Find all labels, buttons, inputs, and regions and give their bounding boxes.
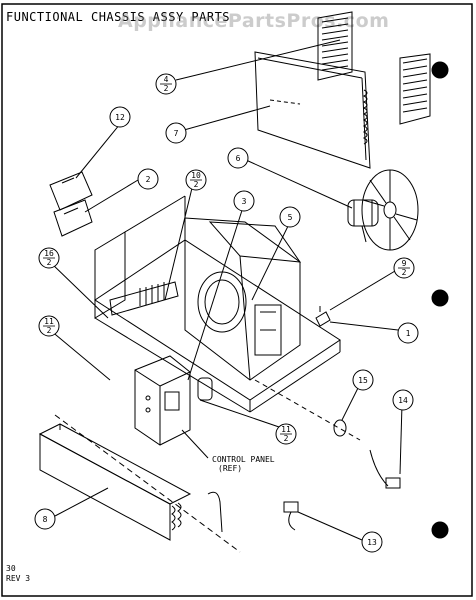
heater-element [109,281,179,316]
callout-14: 14 [398,396,408,405]
watermark: AppliancePartsPros.com [118,10,390,32]
callout-12: 12 [115,113,125,122]
callout-8: 8 [43,515,48,524]
registration-dot [431,61,449,79]
registration-dot [431,289,449,307]
footer-revision: REV 3 [6,574,31,583]
control-panel-box [134,355,213,446]
callout-11a-bottom: 2 [47,326,52,335]
blower-housing [184,217,302,381]
callout-15: 15 [358,376,368,385]
footer-page-number: 30 [6,564,16,573]
callout-13: 13 [367,538,377,547]
assembly-guide [54,414,241,553]
callout-11b-top: 11 [281,425,291,434]
callout-2: 2 [146,175,151,184]
registration-dot [431,521,449,539]
callout-10-bottom: 2 [194,180,199,189]
assembly-guide [254,379,361,441]
callout-1: 1 [406,329,411,338]
callout-9-bottom: 2 [402,268,407,277]
condenser-coil [254,51,371,169]
callout-11a-top: 11 [44,317,54,326]
callout-10-top: 10 [191,171,201,180]
fan-blade [361,169,419,251]
control-panel-label: CONTROL PANEL [212,455,275,464]
thermostat-sensor [283,501,299,531]
control-modules [49,171,93,237]
callout-6: 6 [236,154,241,163]
callout-4-bottom: 2 [164,84,169,93]
fan-motor [347,199,379,243]
control-panel-ref: (REF) [218,464,242,473]
mounting-bracket [315,306,331,327]
sheet-border [1,3,473,597]
power-cord [369,449,401,489]
callout-11b-bottom: 2 [284,434,289,443]
rear-grille-top [317,11,353,81]
callout-5: 5 [288,213,293,222]
callout-3: 3 [242,197,247,206]
callouts: 12 2 4 2 7 10 2 6 3 5 16 2 11 2 9 2 1 15… [34,73,419,553]
callout-9-top: 9 [402,259,407,268]
callout-7: 7 [174,129,179,138]
chassis-base [94,239,341,413]
callout-16-bottom: 2 [47,258,52,267]
grommet [333,419,347,437]
callout-16-top: 16 [44,249,54,258]
capillary-tube [207,491,223,533]
diagram-title: FUNCTIONAL CHASSIS ASSY PARTS [6,10,231,24]
side-grille [399,53,431,125]
leader-lines [49,39,403,541]
callout-4-top: 4 [164,75,169,84]
front-filter-assembly [38,423,192,541]
